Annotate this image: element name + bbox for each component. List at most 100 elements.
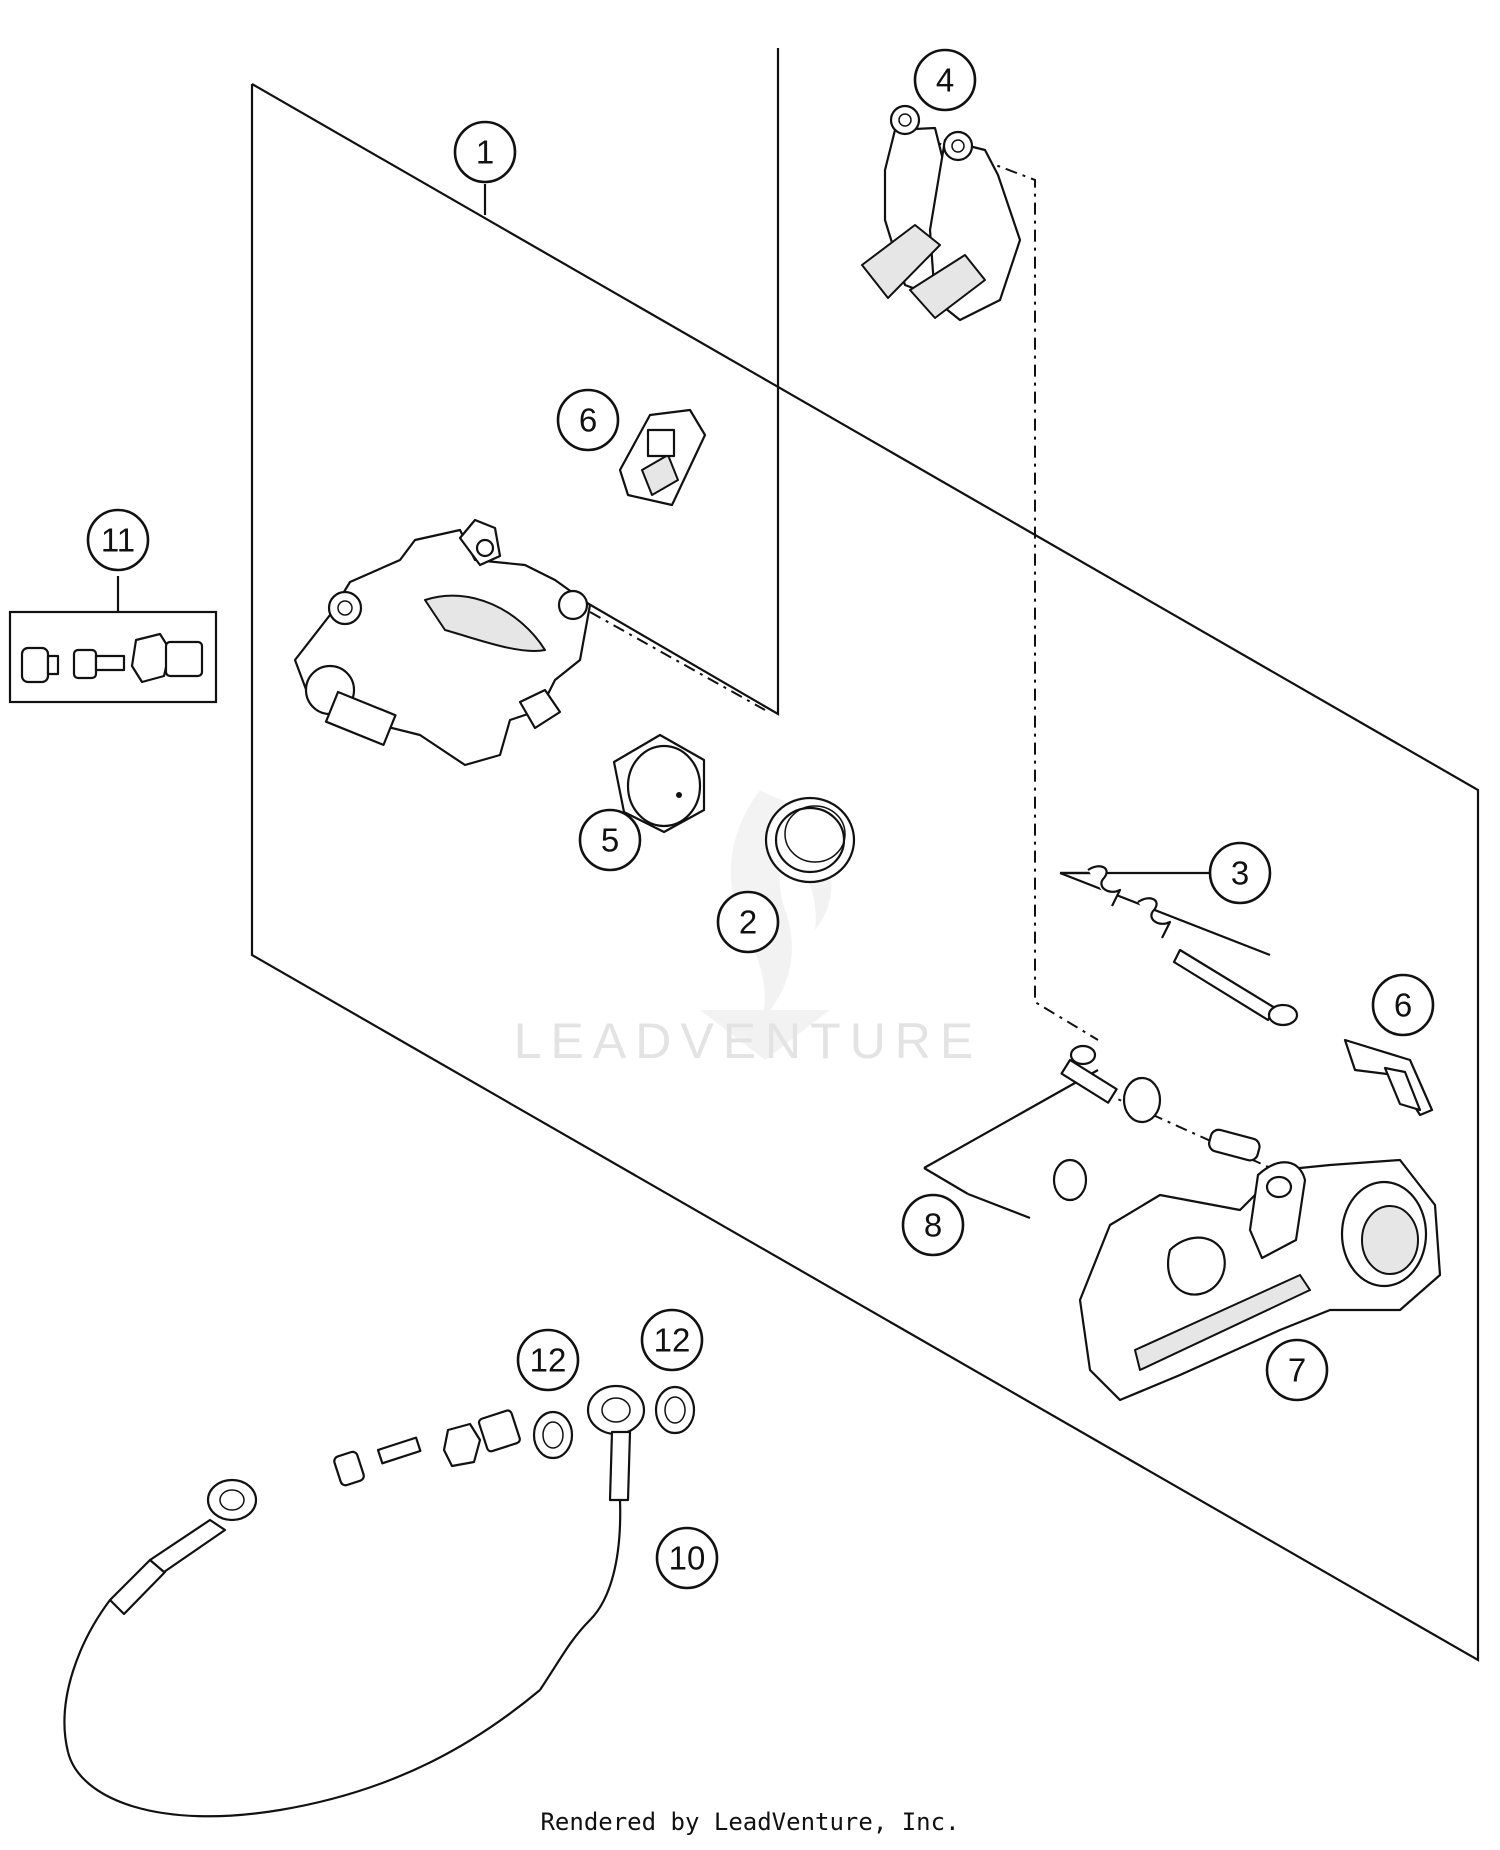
bleeder-set-loose — [333, 1409, 521, 1487]
callout-4: 4 — [913, 48, 977, 112]
bleeder-cap — [20, 646, 50, 684]
bleeder-valve-body — [164, 640, 204, 678]
callout-1-circle — [453, 120, 517, 184]
pad-spring-window — [646, 428, 676, 458]
callout-5-label: 5 — [601, 822, 619, 859]
callout-6-upper-circle — [556, 388, 620, 452]
loose-bleeder-screw — [376, 1436, 422, 1465]
caliper-piston — [612, 733, 706, 834]
callout-10-circle — [655, 1526, 719, 1590]
hose-fitting-lower-sleeve — [148, 1518, 227, 1574]
brake-hose — [63, 1384, 646, 1818]
pad-spring-upper — [618, 408, 707, 507]
callout-3-circle — [1208, 841, 1272, 905]
callout-7: 7 — [1265, 1338, 1329, 1402]
slide-pin-boot — [1122, 1076, 1162, 1124]
brake-pad-lining-front — [861, 224, 941, 299]
bracket-axle-hole-inner — [1361, 1205, 1419, 1275]
pad-pin-head — [1267, 1003, 1299, 1027]
loose-bleeder-body — [477, 1409, 521, 1453]
caliper-lower-tab — [518, 688, 562, 730]
callout-12-left-label: 12 — [530, 1342, 567, 1379]
piston-seal — [764, 796, 856, 884]
hose-banjo-upper-hole — [601, 1397, 631, 1423]
leader-3b — [1059, 871, 1271, 957]
callout-11: 11 — [86, 508, 150, 572]
hose-banjo-lower-hole — [219, 1489, 245, 1511]
caliper-bleeder-port — [327, 590, 363, 626]
callout-12-right-circle — [640, 1308, 704, 1372]
callout-2-label: 2 — [739, 904, 757, 941]
pad-ear-hole-rear — [942, 130, 974, 162]
callout-3: 3 — [1208, 841, 1272, 905]
pad-spring-slot — [641, 454, 679, 496]
caliper-slide-pin — [324, 690, 397, 746]
pad-ear-hole-rear-inner — [951, 139, 965, 153]
loose-bleeder-hex — [442, 1422, 482, 1468]
pad-group-outline — [581, 48, 780, 716]
loose-bleeder-cap — [333, 1450, 365, 1487]
callout-8: 8 — [901, 1193, 965, 1257]
pad-ear-hole-front — [889, 104, 921, 136]
seal-edge — [784, 805, 846, 863]
callout-2-circle — [716, 890, 780, 954]
slide-pin-bracket — [1208, 1128, 1261, 1162]
callout-5-circle — [578, 808, 642, 872]
sealing-washer-right-hole — [664, 1396, 686, 1424]
caliper-upper-ear-hole — [475, 538, 495, 558]
hose-banjo-lower — [206, 1478, 258, 1522]
pad-ear-hole-front-inner — [898, 113, 912, 127]
callout-6-upper: 6 — [556, 388, 620, 452]
callout-4-label: 4 — [936, 62, 954, 99]
callout-11-circle — [86, 508, 150, 572]
sealing-washers — [532, 1385, 696, 1460]
slide-pin-set — [1052, 1044, 1261, 1202]
callout-1: 1 — [453, 120, 517, 184]
hose-fitting-upper — [608, 1430, 632, 1502]
retaining-clip-1 — [1087, 865, 1122, 907]
callout-12-left-circle — [516, 1328, 580, 1392]
callout-1-label: 1 — [476, 134, 494, 171]
brake-pad-lining-rear — [909, 254, 986, 319]
bracket-spindle — [1167, 1236, 1226, 1296]
bleeder-screw-shaft — [94, 654, 126, 672]
callout-2: 2 — [716, 890, 780, 954]
caliper-alignment-line — [589, 611, 766, 711]
hose-fitting-lower — [108, 1558, 167, 1616]
caliper-bleeder-port-inner — [337, 600, 353, 616]
slide-pin-shaft — [1060, 1058, 1118, 1104]
pad-pin-shaft — [1172, 948, 1277, 1022]
bleeder-kit-frame — [8, 610, 218, 704]
caliper-cylinder-housing — [424, 594, 546, 652]
callout-7-label: 7 — [1288, 1352, 1306, 1389]
slide-boot-lower — [1052, 1158, 1088, 1202]
retaining-clip-2 — [1137, 897, 1172, 939]
hose-upper-run — [539, 1499, 622, 1691]
bleeder-kit-box — [8, 610, 218, 704]
callout-8-circle — [901, 1193, 965, 1257]
callout-6-lower: 6 — [1371, 973, 1435, 1037]
caliper-body — [293, 528, 592, 767]
sealing-washer-left-hole — [542, 1421, 564, 1449]
assembly-outline — [250, 83, 1480, 1662]
callout-10: 10 — [655, 1526, 719, 1590]
callout-10-label: 10 — [669, 1540, 706, 1577]
callout-12-right-label: 12 — [654, 1322, 691, 1359]
callout-6-upper-label: 6 — [579, 402, 597, 439]
bracket-pin-hole — [1265, 1175, 1293, 1199]
callout-4-circle — [913, 48, 977, 112]
pad-spring-lower — [1343, 1038, 1434, 1117]
leader-8a — [923, 1167, 969, 1195]
callout-5: 5 — [578, 808, 642, 872]
caliper-bracket — [1078, 1158, 1442, 1402]
callout-3-label: 3 — [1231, 855, 1249, 892]
hose-bend — [63, 1599, 111, 1753]
callout-6-lower-label: 6 — [1394, 987, 1412, 1024]
hose-banjo-upper — [586, 1384, 646, 1436]
callout-7-circle — [1265, 1338, 1329, 1402]
callout-12-left: 12 — [516, 1328, 580, 1392]
hose-lower-run — [66, 1689, 541, 1818]
leader-8b — [923, 1069, 1099, 1169]
bleeder-valve-hex — [130, 632, 172, 684]
piston-mark — [676, 792, 682, 798]
